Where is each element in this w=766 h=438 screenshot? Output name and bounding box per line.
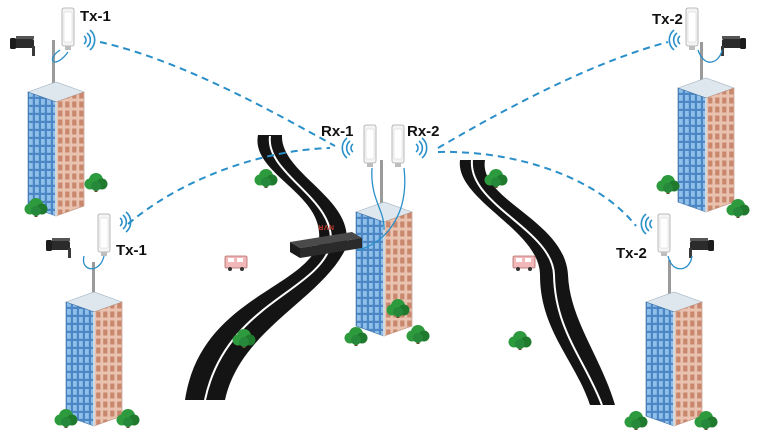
cable-rx1 (371, 167, 385, 231)
cable-tx2-bottom (667, 255, 693, 270)
label-tx2-bottom: Tx-2 (616, 245, 647, 262)
wifi-signal-icon (83, 29, 96, 51)
radio-tx2-bottom (657, 213, 671, 257)
label-tx2-top: Tx-2 (652, 11, 683, 28)
camera-icon (10, 36, 35, 56)
label-tx1-bottom: Tx-1 (116, 242, 147, 259)
radio-rx1 (363, 124, 377, 168)
building-tx2-bottom (624, 260, 718, 430)
nvr-recorder-icon: NVR (290, 223, 362, 258)
building-tx1-bottom (54, 262, 140, 428)
wifi-signal-icon (640, 213, 653, 235)
tree-icon (254, 169, 278, 188)
camera-icon (46, 238, 71, 258)
road-right (459, 159, 615, 406)
label-rx1: Rx-1 (321, 123, 354, 140)
link-tx2-bottom-to-rx2 (437, 150, 637, 227)
camera-icon (689, 238, 714, 258)
wifi-signal-icon (415, 137, 428, 159)
cable-tx1-top (51, 49, 69, 63)
truck-icon (224, 255, 248, 272)
link-tx2-top-to-rx2 (437, 41, 669, 149)
wifi-signal-icon (668, 29, 681, 51)
tree-icon (508, 331, 532, 350)
radio-tx1-bottom (97, 213, 111, 257)
cable-tx1-bottom (82, 255, 105, 270)
label-rx2: Rx-2 (407, 123, 440, 140)
building-tx1-top (24, 40, 108, 217)
radio-rx2 (391, 124, 405, 168)
cable-rx2 (357, 167, 406, 251)
camera-icon (721, 36, 746, 56)
wireless-links (99, 41, 669, 227)
truck-icon (512, 255, 536, 272)
nvr-label: NVR (318, 223, 334, 230)
building-tx2-top (656, 42, 750, 218)
link-tx1-top-to-rx1 (99, 41, 336, 147)
cable-tx2-top (697, 49, 723, 63)
radio-tx1-top (61, 7, 75, 51)
label-tx1-top: Tx-1 (80, 8, 111, 25)
wifi-signal-icon (341, 137, 354, 159)
link-tx1-bottom-to-rx1 (127, 147, 331, 225)
building-rx-center (344, 160, 430, 346)
radio-tx2-top (685, 7, 699, 51)
